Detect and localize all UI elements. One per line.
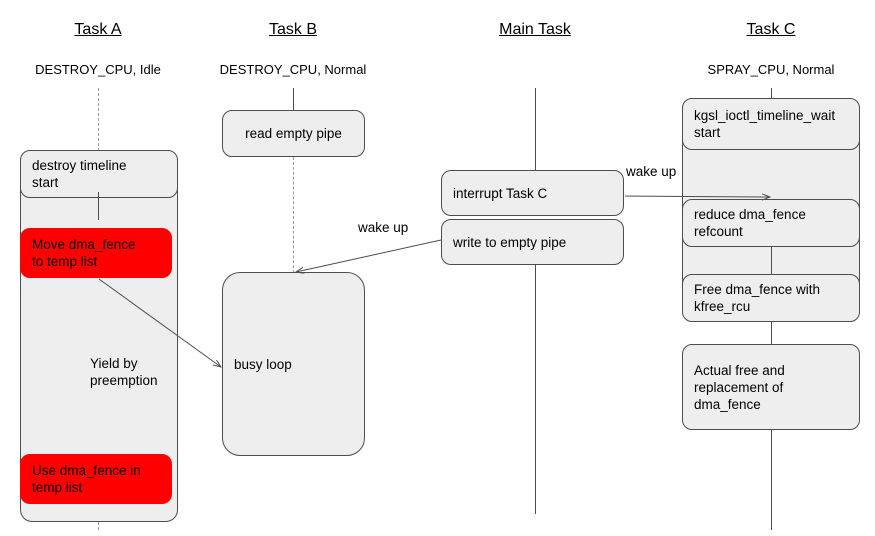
column-title-task-a: Task A (74, 21, 122, 38)
column-subtitle-task-b: DESTROY_CPU, Normal (219, 62, 367, 77)
step-kgsl-ioctl-timeline-wait-start[interactable]: kgsl_ioctl_timeline_wait start (682, 98, 860, 150)
column-title-main-task: Main Task (499, 21, 571, 38)
step-destroy-timeline-start[interactable]: destroy timeline start (20, 150, 178, 198)
arrow-wake-up-task-b (296, 239, 442, 272)
edge-label-wake-up-task-b: wake up (358, 220, 409, 235)
lifeline-main-task-lower (535, 265, 536, 514)
step-use-dma-fence-in-temp-list[interactable]: Use dma_fence in temp list (20, 454, 172, 504)
lifeline-task-c-gap (771, 320, 772, 344)
step-read-empty-pipe[interactable]: read empty pipe (222, 110, 365, 157)
lifeline-task-c-inner (771, 247, 772, 275)
lifeline-main-task-upper (535, 88, 536, 170)
step-write-to-empty-pipe[interactable]: write to empty pipe (441, 219, 624, 265)
step-interrupt-task-c[interactable]: interrupt Task C (441, 170, 624, 216)
column-subtitle-task-a: DESTROY_CPU, Idle (35, 62, 161, 77)
column-title-task-b: Task B (268, 21, 317, 38)
step-actual-free-and-replacement[interactable]: Actual free and replacement of dma_fence (682, 344, 860, 430)
column-title-task-c: Task C (746, 21, 796, 38)
edge-label-yield-by-preemption: Yield by preemption (90, 356, 158, 388)
step-reduce-dma-fence-refcount[interactable]: reduce dma_fence refcount (682, 199, 860, 247)
lifeline-task-a-active (98, 192, 99, 220)
edge-label-wake-up-task-c: wake up (626, 164, 677, 179)
lifeline-task-c-tail (771, 430, 772, 530)
step-move-dma-fence-to-temp-list[interactable]: Move dma_fence to temp list (20, 228, 172, 278)
step-free-dma-fence-with-kfree-rcu[interactable]: Free dma_fence with kfree_rcu (682, 274, 860, 322)
column-subtitle-task-c: SPRAY_CPU, Normal (707, 62, 835, 77)
lifeline-task-b-upper (293, 88, 294, 110)
lifeline-task-b-lower (293, 157, 294, 273)
step-busy-loop[interactable]: busy loop (222, 272, 365, 456)
